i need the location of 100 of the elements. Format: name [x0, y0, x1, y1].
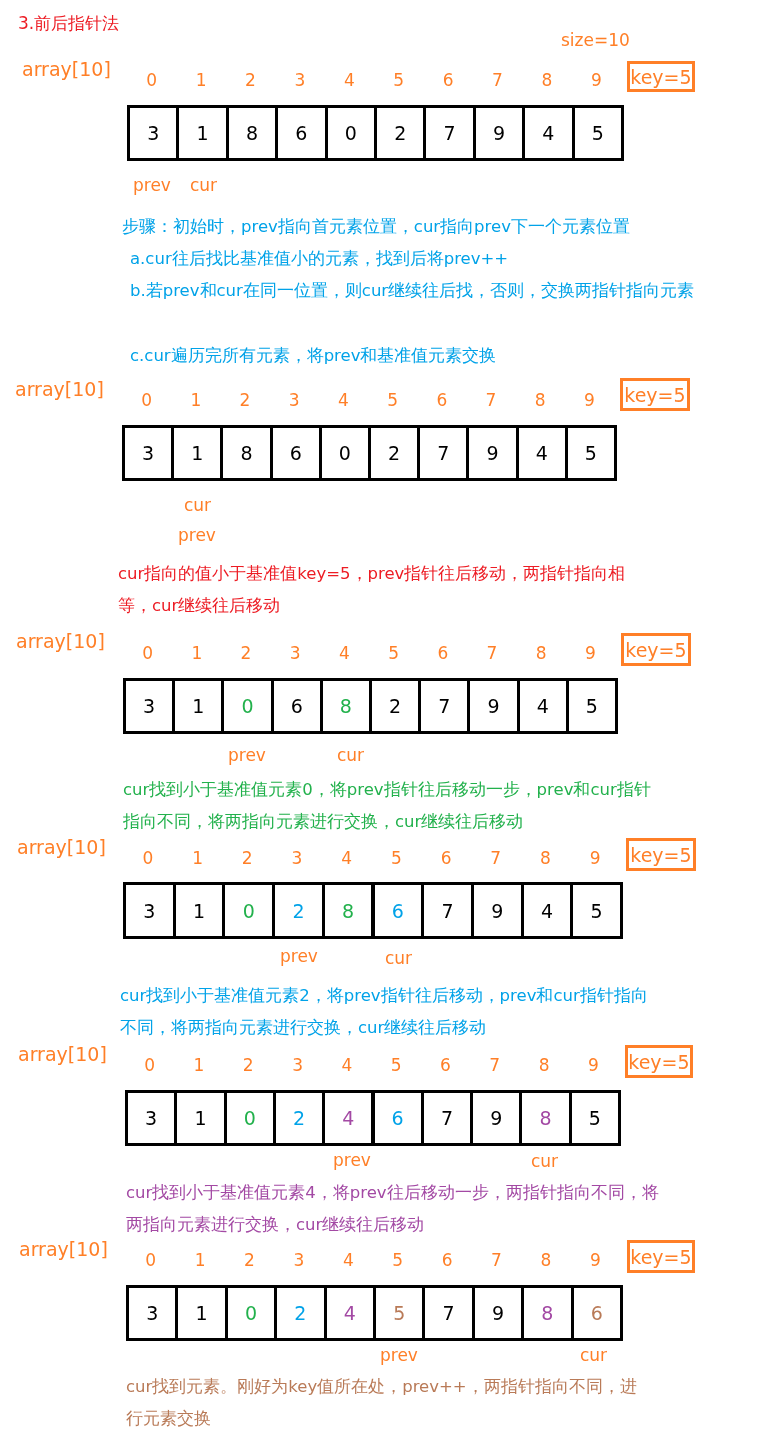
index-number: 1 — [189, 390, 203, 410]
key-box: key=5 — [620, 378, 690, 411]
index-number: 1 — [193, 1250, 207, 1270]
pointer-label: cur — [190, 175, 218, 195]
index-number: 2 — [239, 643, 253, 663]
index-number: 0 — [145, 70, 159, 90]
index-number: 6 — [435, 390, 449, 410]
key-box: key=5 — [627, 61, 695, 92]
array-cell: 7 — [421, 882, 474, 939]
pointer-label: cur — [531, 1151, 559, 1171]
index-number: 9 — [583, 643, 597, 663]
size-label: size=10 — [561, 30, 630, 50]
index-number: 4 — [342, 70, 356, 90]
array-cell: 1 — [175, 1285, 228, 1341]
array-label: array[10] — [18, 1043, 107, 1065]
step-text: c.cur遍历完所有元素，将prev和基准值元素交换 — [130, 345, 498, 367]
step-text: a.cur往后找比基准值小的元素，找到后将prev++ — [130, 248, 510, 270]
array-cell: 5 — [570, 882, 623, 939]
index-number: 2 — [241, 1055, 255, 1075]
key-box: key=5 — [625, 1045, 693, 1078]
array-cell: 2 — [272, 882, 325, 939]
index-number: 3 — [288, 643, 302, 663]
index-number: 6 — [436, 643, 450, 663]
index-number: 6 — [441, 70, 455, 90]
index-number: 3 — [290, 848, 304, 868]
array-cell: 7 — [422, 1285, 475, 1341]
index-number: 5 — [392, 70, 406, 90]
index-number: 5 — [387, 643, 400, 663]
index-number: 7 — [484, 390, 498, 410]
index-number: 3 — [292, 1250, 306, 1270]
index-number: 0 — [141, 643, 154, 663]
pointer-label: prev — [380, 1345, 418, 1365]
step-text: cur找到元素。刚好为key值所在处，prev++，两指针指向不同，进行元素交换 — [126, 1376, 638, 1430]
index-number: 4 — [337, 643, 351, 663]
index-number: 7 — [485, 643, 499, 663]
index-number: 8 — [539, 1250, 553, 1270]
index-number: 3 — [293, 70, 307, 90]
array-cell: 0 — [221, 678, 274, 734]
array-cell: 4 — [522, 105, 575, 161]
index-number: 6 — [440, 1250, 454, 1270]
index-number: 9 — [588, 848, 602, 868]
index-number: 4 — [340, 848, 354, 868]
array-cell: 6 — [371, 1090, 424, 1146]
array-cell: 3 — [123, 882, 176, 939]
array-cell: 8 — [519, 1090, 572, 1146]
index-number: 8 — [539, 848, 552, 868]
index-number: 6 — [439, 848, 453, 868]
index-number: 1 — [191, 848, 204, 868]
pointer-label: cur — [337, 745, 365, 765]
index-number: 4 — [341, 1250, 355, 1270]
step-text: cur找到小于基准值元素2，将prev指针往后移动，prev和cur指针指向不同，将两指向元素进行交换，cur继续往后移动 — [120, 985, 649, 1039]
index-number: 1 — [192, 1055, 206, 1075]
pointer-label: prev — [333, 1150, 371, 1170]
index-number: 0 — [140, 390, 153, 410]
index-number: 0 — [143, 1055, 157, 1075]
index-number: 4 — [336, 390, 350, 410]
index-number: 8 — [540, 70, 554, 90]
step-text: cur找到小于基准值元素4，将prev往后移动一步，两指针指向不同，将两指向元素进行交换，cur继续往后移动 — [126, 1182, 660, 1236]
index-number: 5 — [389, 1055, 403, 1075]
step-text: 步骤：初始时，prev指向首元素位置，cur指向prev下一个元素位置 — [122, 216, 631, 238]
pointer-label: cur — [385, 948, 413, 968]
step-text: cur找到小于基准值元素0，将prev指针往后移动一步，prev和cur指针指向不同，将两指向元素进行交换，cur继续往后移动 — [123, 779, 652, 833]
pointer-label: prev — [178, 525, 216, 545]
key-box: key=5 — [627, 1240, 695, 1273]
index-number: 8 — [533, 390, 547, 410]
pointer-label: prev — [228, 745, 266, 765]
index-number: 4 — [340, 1055, 354, 1075]
index-number: 6 — [439, 1055, 452, 1075]
array-label: array[10] — [22, 58, 111, 80]
index-number: 5 — [389, 848, 403, 868]
index-number: 3 — [287, 390, 301, 410]
index-number: 2 — [238, 390, 252, 410]
array-cell: 1 — [176, 105, 229, 161]
index-number: 7 — [489, 848, 503, 868]
array-cell: 9 — [467, 678, 520, 734]
array-cell: 4 — [322, 1090, 375, 1146]
array-cell: 9 — [466, 425, 519, 481]
index-number: 9 — [589, 70, 603, 90]
array-label: array[10] — [17, 836, 106, 858]
key-box: key=5 — [621, 633, 691, 666]
pointer-label: prev — [133, 175, 171, 195]
index-number: 0 — [144, 1250, 158, 1270]
array-cell: 8 — [220, 425, 273, 481]
index-number: 9 — [586, 1055, 600, 1075]
index-number: 9 — [582, 390, 596, 410]
index-number: 3 — [291, 1055, 304, 1075]
index-number: 7 — [490, 1250, 503, 1270]
array-label: array[10] — [15, 378, 104, 400]
pointer-label: cur — [184, 495, 212, 515]
index-number: 5 — [386, 390, 399, 410]
index-number: 8 — [534, 643, 548, 663]
pointer-label: cur — [580, 1345, 608, 1365]
array-cell: 6 — [275, 105, 328, 161]
title: 3.前后指针法 — [18, 12, 120, 35]
index-number: 2 — [244, 70, 257, 90]
index-number: 2 — [240, 848, 254, 868]
array-label: array[10] — [19, 1238, 108, 1260]
index-number: 7 — [488, 1055, 502, 1075]
array-cell: 2 — [274, 1285, 327, 1341]
index-number: 5 — [391, 1250, 405, 1270]
